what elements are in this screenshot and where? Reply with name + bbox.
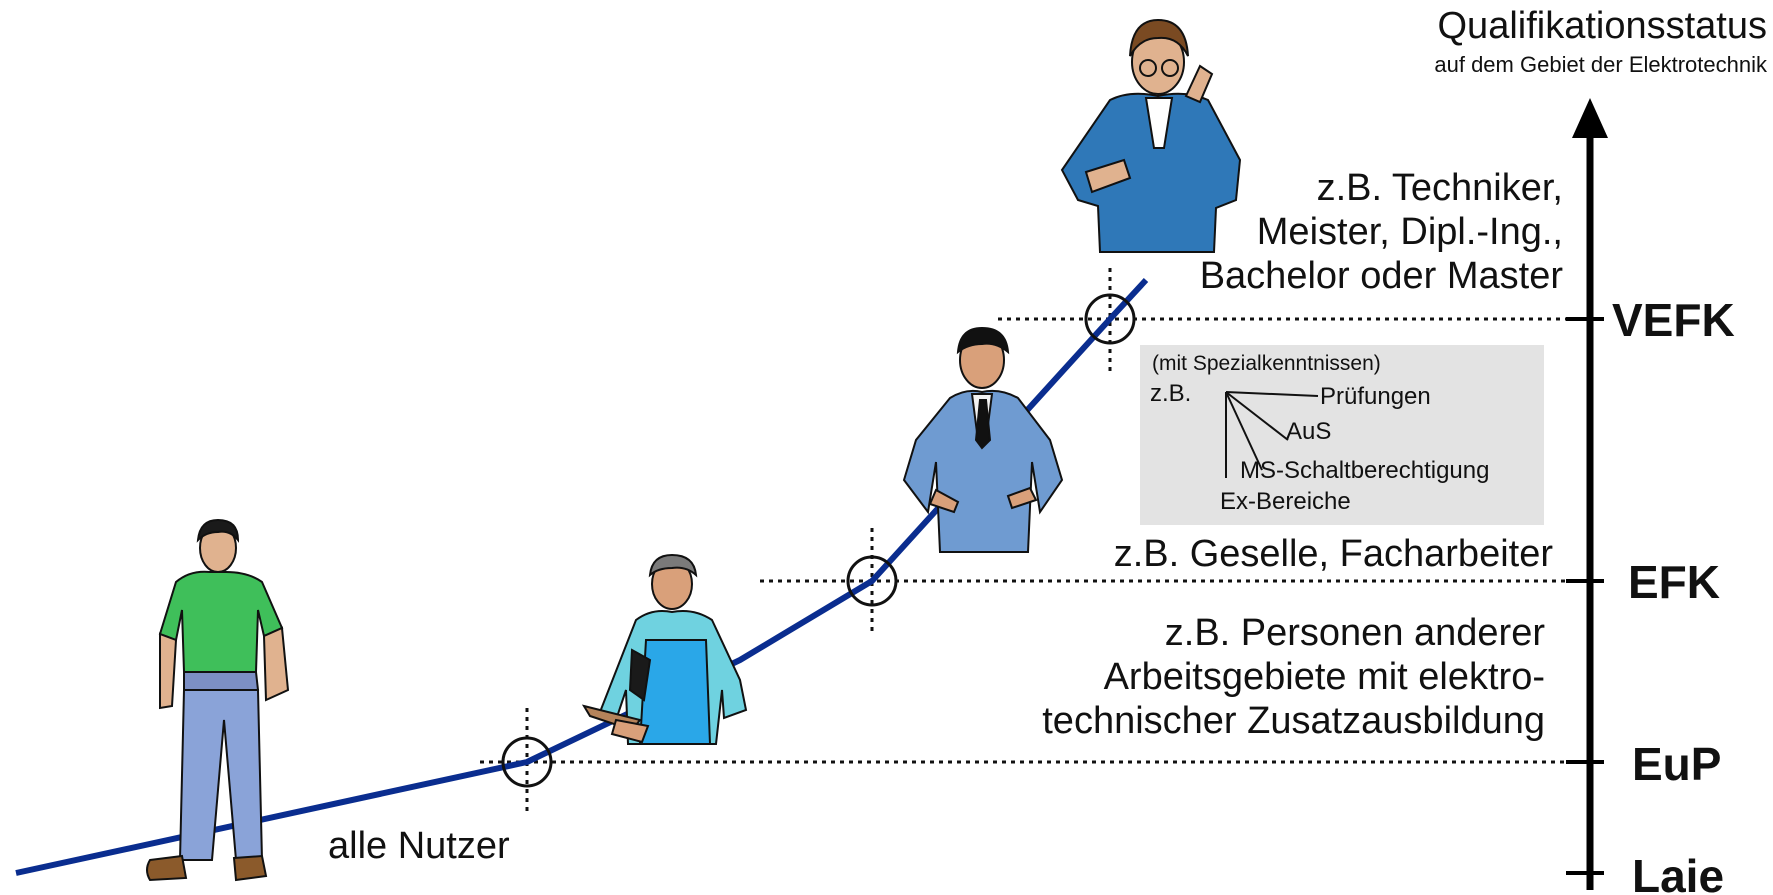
level-label-laie: Laie [1632, 850, 1724, 895]
svg-text:Arbeitsgebiete mit elektro-: Arbeitsgebiete mit elektro- [1104, 656, 1545, 698]
person-layman-illustration [146, 518, 290, 882]
axis-subtitle: auf dem Gebiet der Elektrotechnik [1434, 52, 1768, 77]
svg-text:Meister, Dipl.-Ing.,: Meister, Dipl.-Ing., [1257, 211, 1563, 253]
special-item-ms: MS-Schaltberechtigung [1240, 457, 1489, 484]
svg-text:z.B. Techniker,: z.B. Techniker, [1317, 167, 1563, 209]
crosshair-eup [501, 736, 553, 788]
svg-text:Bachelor oder Master: Bachelor oder Master [1200, 255, 1564, 297]
svg-text:z.B. Personen anderer: z.B. Personen anderer [1165, 612, 1546, 654]
special-item-pruefungen: Prüfungen [1320, 383, 1431, 410]
special-item-aus: AuS [1286, 418, 1331, 445]
crosshair-vefk [1084, 293, 1136, 345]
glasses-icon [1139, 59, 1157, 77]
person-electrician-illustration [902, 326, 1064, 553]
special-box-connectors [1225, 391, 1319, 478]
person-engineer-illustration [1060, 18, 1242, 253]
axis-title: Qualifikationsstatus [1438, 5, 1768, 47]
level-label-eup: EuP [1632, 738, 1721, 790]
special-knowledge-box: (mit Spezialkenntnissen) z.B. Prüfungen … [1140, 345, 1544, 525]
level-label-vefk: VEFK [1612, 294, 1735, 346]
crosshairs [501, 293, 1136, 788]
special-box-header: (mit Spezialkenntnissen) [1152, 352, 1381, 375]
special-box-prefix: z.B. [1150, 380, 1191, 407]
person-apprentice-illustration [581, 553, 748, 745]
qualification-curve [15, 277, 1149, 876]
qualification-axis [1566, 98, 1608, 890]
description-users: alle Nutzer [328, 825, 510, 867]
description-eup: z.B. Personen anderer Arbeitsgebiete mit… [1042, 612, 1545, 742]
svg-text:technischer Zusatzausbildung: technischer Zusatzausbildung [1042, 700, 1545, 742]
description-efk: z.B. Geselle, Facharbeiter [1114, 533, 1554, 575]
description-vefk: z.B. Techniker, Meister, Dipl.-Ing., Bac… [1200, 167, 1564, 297]
axis-arrow-icon [1572, 98, 1608, 138]
special-item-ex: Ex-Bereiche [1220, 488, 1351, 515]
level-label-efk: EFK [1628, 556, 1720, 608]
crosshair-efk [846, 555, 898, 607]
